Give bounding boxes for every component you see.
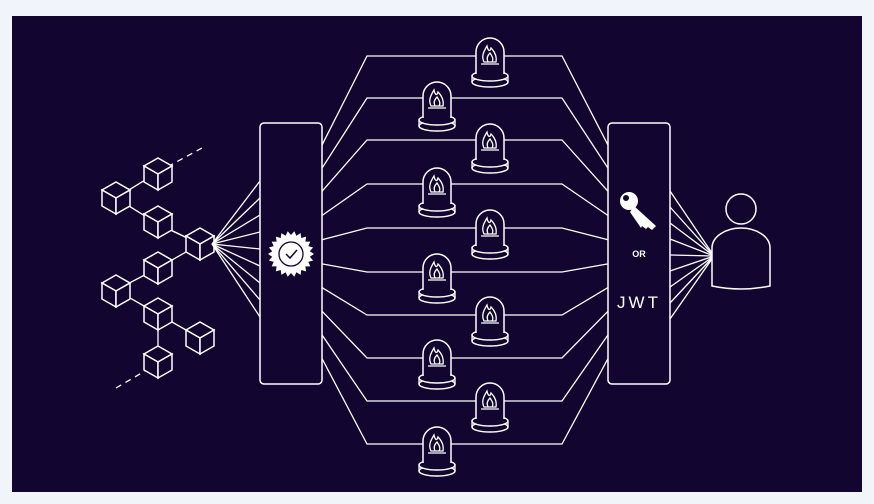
fan-line bbox=[669, 190, 715, 257]
fire-in-bell-jar-icon bbox=[418, 37, 509, 477]
gateway-panel bbox=[607, 122, 671, 385]
fan-lines-left bbox=[211, 180, 261, 318]
node-path bbox=[321, 227, 609, 241]
fan-line bbox=[211, 231, 261, 245]
node-bell bbox=[418, 426, 456, 477]
node-path bbox=[321, 286, 609, 316]
fan-line bbox=[211, 243, 261, 301]
node-bell bbox=[418, 167, 456, 218]
cube bbox=[185, 321, 215, 355]
cube bbox=[143, 297, 173, 331]
node-path bbox=[321, 310, 609, 359]
fan-line bbox=[669, 255, 715, 304]
fan-line bbox=[669, 255, 715, 288]
node-path bbox=[321, 334, 609, 402]
node-paths bbox=[321, 55, 609, 445]
verified-badge-icon bbox=[268, 231, 314, 277]
fan-line bbox=[669, 254, 715, 257]
node-bell bbox=[418, 81, 456, 132]
fan-line bbox=[211, 180, 261, 245]
gateway-or-label: OR bbox=[632, 249, 646, 259]
node-bell bbox=[471, 37, 509, 88]
cube bbox=[101, 274, 131, 308]
fan-line bbox=[669, 255, 715, 272]
node-path bbox=[321, 263, 609, 273]
cube bbox=[143, 251, 173, 285]
fan-line bbox=[669, 206, 715, 257]
fan-lines-right bbox=[669, 190, 715, 320]
node-bell bbox=[471, 382, 509, 433]
user-icon bbox=[711, 193, 771, 290]
fan-line bbox=[211, 243, 261, 284]
diagram-frame: OR JWT bbox=[12, 16, 862, 492]
gateway-jwt-label: JWT bbox=[617, 293, 661, 312]
fan-line bbox=[211, 214, 261, 245]
fan-line bbox=[669, 222, 715, 257]
node-path bbox=[321, 97, 609, 169]
architecture-diagram: OR JWT bbox=[101, 37, 771, 477]
fan-line bbox=[669, 238, 715, 257]
node-bell bbox=[418, 339, 456, 390]
node-path bbox=[321, 55, 609, 146]
fan-line bbox=[211, 243, 261, 267]
fan-line bbox=[211, 243, 261, 250]
cube bbox=[185, 227, 215, 261]
node-path bbox=[321, 139, 609, 192]
node-path bbox=[321, 358, 609, 445]
fan-line bbox=[211, 197, 261, 245]
fan-line bbox=[669, 255, 715, 320]
cube bbox=[143, 157, 173, 191]
key-icon bbox=[620, 192, 656, 230]
cube bbox=[143, 205, 173, 239]
cube bbox=[143, 345, 173, 379]
node-bell bbox=[471, 296, 509, 347]
fan-line bbox=[211, 243, 261, 318]
node-path bbox=[321, 183, 609, 217]
node-bell bbox=[471, 209, 509, 260]
node-bell bbox=[418, 253, 456, 304]
cube bbox=[101, 181, 131, 215]
node-bell bbox=[471, 123, 509, 174]
